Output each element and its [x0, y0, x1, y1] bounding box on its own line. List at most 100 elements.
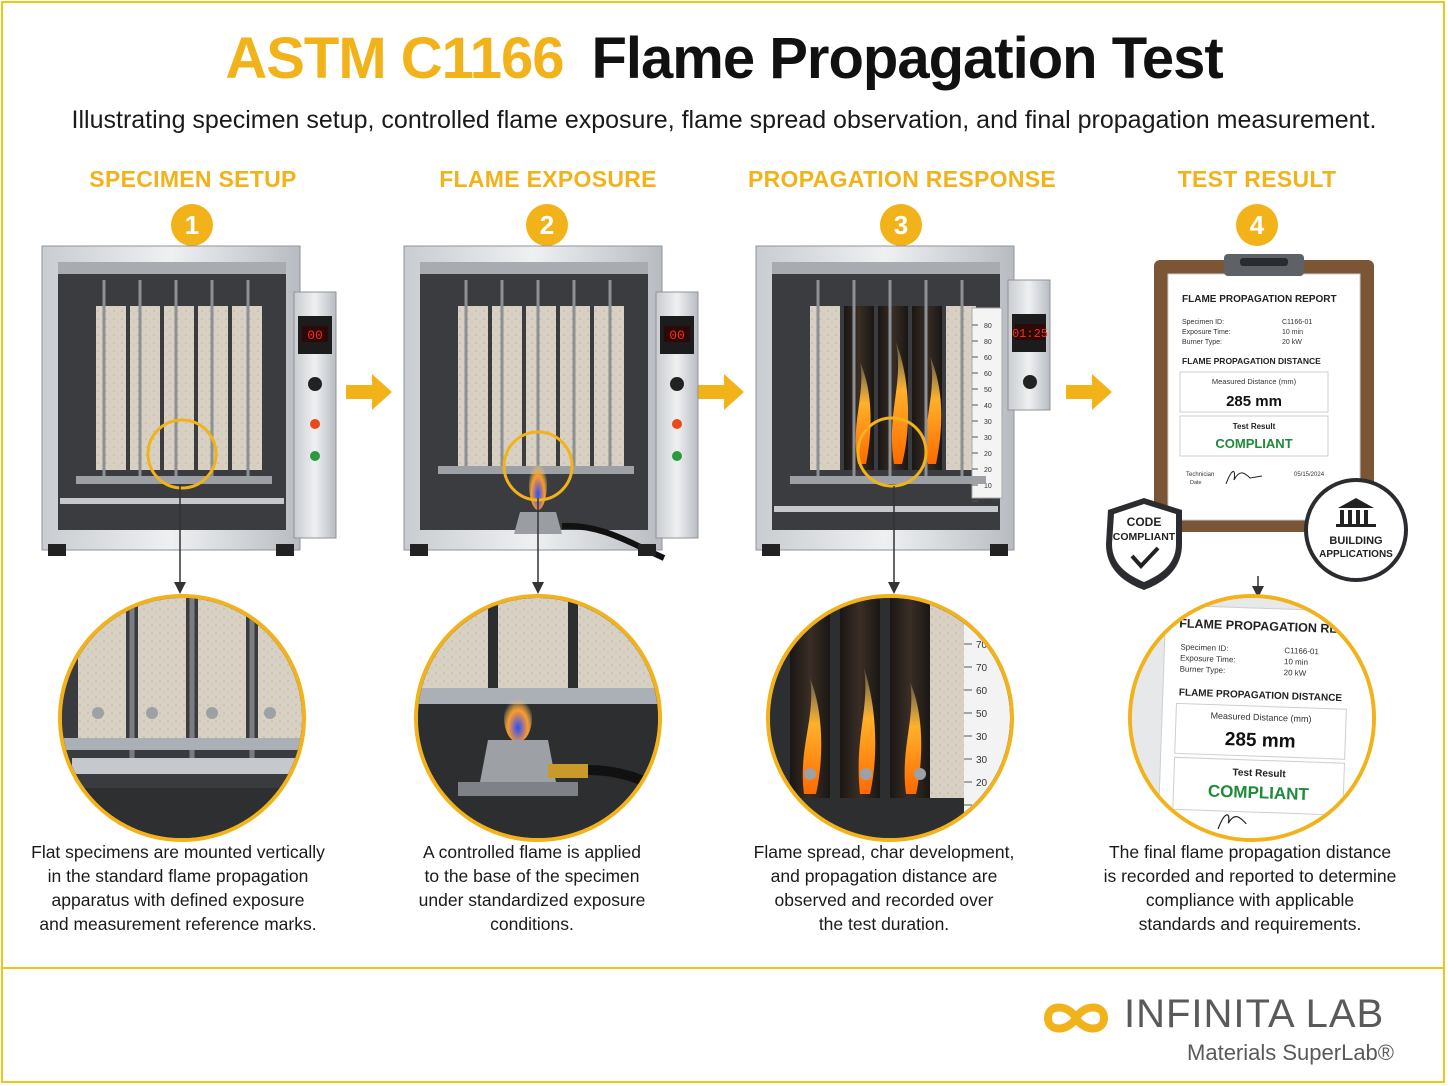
- brand-logo[interactable]: INFINITA LAB Materials SuperLab®: [1040, 992, 1400, 1072]
- connector-arrow-icon: [532, 498, 544, 594]
- step-1-caption-line: Flat specimens are mounted vertically: [31, 842, 325, 862]
- step-2-caption-line: under standardized exposure: [418, 890, 646, 910]
- signature-icon: [1225, 471, 1263, 485]
- report-measured-label: Measured Distance (mm): [1212, 377, 1297, 386]
- step-3-caption-line: Flame spread, char development,: [753, 842, 1015, 862]
- step-2-caption-line: to the base of the specimen: [424, 866, 640, 886]
- report-burner-label: Burner Type:: [1182, 339, 1222, 346]
- step-4-caption-line: is recorded and reported to determine: [1103, 866, 1397, 886]
- page-subtitle: Illustrating specimen setup, controlled …: [71, 106, 1377, 134]
- step-2-detail-zoom: [414, 594, 662, 842]
- zoom-specimen-label: Specimen ID:: [1180, 642, 1228, 653]
- report-specimen-label: Specimen ID:: [1182, 319, 1224, 326]
- step-1-caption-line: and measurement reference marks.: [39, 914, 317, 934]
- step-3-caption-line: and propagation distance are: [770, 866, 998, 886]
- code-badge-line2: COMPLIANT: [1113, 531, 1176, 543]
- step-1-caption-line: in the standard flame propagation: [47, 866, 309, 886]
- report-specimen-value: C1166-01: [1282, 319, 1312, 326]
- brand-tagline: Materials SuperLab®: [1187, 1040, 1394, 1065]
- step-3-caption-line: the test duration.: [818, 914, 950, 934]
- report-exposure-value: 10 min: [1282, 329, 1303, 336]
- scale-tick-label: 60: [984, 371, 992, 378]
- report-distance-heading: FLAME PROPAGATION DISTANCE: [1182, 356, 1321, 366]
- scale-tick-label: 60: [984, 355, 992, 362]
- step-1-caption-line: apparatus with defined exposure: [51, 890, 305, 910]
- zoom-burner-label: Burner Type:: [1180, 664, 1226, 675]
- step-3-heading: PROPAGATION RESPONSE: [747, 166, 1057, 192]
- report-burner-value: 20 kW: [1282, 339, 1302, 346]
- zoom-result-value: COMPLIANT: [1208, 782, 1310, 805]
- step-2-timer-display: 00: [669, 328, 685, 343]
- step-1-detail-zoom: [58, 594, 306, 842]
- brand-name: INFINITA LAB: [1124, 992, 1385, 1036]
- step-1-number-badge: 1: [171, 204, 213, 246]
- step-3-caption-line: observed and recorded over: [774, 890, 994, 910]
- zoom-scale-tick-label: 30: [976, 755, 988, 766]
- step-4-caption-line: compliance with applicable: [1145, 890, 1355, 910]
- scale-tick-label: 30: [984, 419, 992, 426]
- building-badge-line1: BUILDING: [1329, 535, 1382, 547]
- report-exposure-label: Exposure Time:: [1182, 329, 1231, 336]
- step-4-number-badge: 4: [1236, 204, 1278, 246]
- scale-tick-label: 40: [984, 403, 992, 410]
- zoom-scale-tick-label: 70: [976, 640, 988, 651]
- step-3-timer-display: 01:25: [1012, 327, 1048, 341]
- zoom-exposure-value: 10 min: [1284, 657, 1308, 667]
- zoom-scale-tick-label: 50: [976, 709, 988, 720]
- step-4-caption-line: The final flame propagation distance: [1108, 842, 1392, 862]
- step-1-heading: SPECIMEN SETUP: [89, 166, 297, 192]
- title-test-name: Flame Propagation Test: [591, 26, 1224, 91]
- building-applications-icon: BUILDING APPLICATIONS: [1304, 478, 1408, 582]
- report-result-value: COMPLIANT: [1215, 436, 1292, 451]
- zoom-scale-tick-label: 70: [976, 663, 988, 674]
- step-2-test-apparatus: 00: [403, 245, 699, 561]
- step-2-caption-line: conditions.: [490, 914, 574, 934]
- step-1-timer-display: 00: [307, 328, 323, 343]
- step-4-detail-zoom: FLAME PROPAGATION REPORT Specimen ID: C1…: [1128, 594, 1376, 842]
- step-2-caption: A controlled flame is applied to the bas…: [372, 840, 692, 936]
- zoom-scale-tick-label: 60: [976, 686, 988, 697]
- connector-arrow-icon: [888, 486, 900, 594]
- report-result-label: Test Result: [1233, 422, 1276, 431]
- title-standard-code: ASTM C1166: [225, 26, 564, 91]
- step-1-test-apparatus: 00: [41, 245, 337, 556]
- step-3-number-badge: 3: [880, 204, 922, 246]
- step-4-heading: TEST RESULT: [1177, 166, 1337, 192]
- zoom-report-title: FLAME PROPAGATION REPORT: [1179, 616, 1372, 637]
- step-1-caption: Flat specimens are mounted vertically in…: [18, 840, 338, 936]
- step-2-heading: FLAME EXPOSURE: [439, 166, 657, 192]
- scale-tick-label: 20: [984, 451, 992, 458]
- scale-tick-label: 20: [984, 467, 992, 474]
- arrow-right-icon: [346, 374, 392, 410]
- zoom-result-label: Test Result: [1232, 767, 1286, 780]
- step-4-report-clipboard: FLAME PROPAGATION REPORT Specimen ID: C1…: [1106, 254, 1408, 590]
- scale-tick-label: 10: [984, 499, 992, 506]
- step-4-caption: The final flame propagation distance is …: [1080, 840, 1420, 936]
- zoom-specimen-value: C1166-01: [1284, 646, 1319, 656]
- report-technician-label: Technician: [1186, 472, 1214, 478]
- scale-tick-label: 80: [984, 323, 992, 330]
- step-3-caption: Flame spread, char development, and prop…: [724, 840, 1044, 936]
- connector-arrow-icon: [174, 484, 186, 594]
- report-date-value: 05/15/2024: [1294, 472, 1325, 478]
- code-compliant-shield-icon: CODE COMPLIANT: [1106, 498, 1182, 590]
- scale-tick-label: 50: [984, 387, 992, 394]
- step-2-number-badge: 2: [526, 204, 568, 246]
- arrow-right-icon: [698, 374, 744, 410]
- zoom-measured-value: 285 mm: [1224, 729, 1295, 752]
- infinity-logo-icon: [1043, 1003, 1109, 1033]
- step-4-caption-line: standards and requirements.: [1138, 914, 1362, 934]
- connector-arrow-icon: [1252, 576, 1264, 598]
- step-2-caption-line: A controlled flame is applied: [423, 842, 641, 862]
- scale-tick-label: 10: [984, 483, 992, 490]
- zoom-burner-value: 20 kW: [1283, 668, 1306, 678]
- zoom-measured-label: Measured Distance (mm): [1210, 711, 1311, 725]
- report-date-label: Date: [1190, 480, 1202, 486]
- zoom-scale-tick-label: 30: [976, 732, 988, 743]
- scale-tick-label: 80: [984, 339, 992, 346]
- code-badge-line1: CODE: [1127, 515, 1162, 529]
- building-badge-line2: APPLICATIONS: [1319, 549, 1393, 560]
- arrow-right-icon: [1066, 374, 1112, 410]
- report-measured-value: 285 mm: [1226, 393, 1282, 410]
